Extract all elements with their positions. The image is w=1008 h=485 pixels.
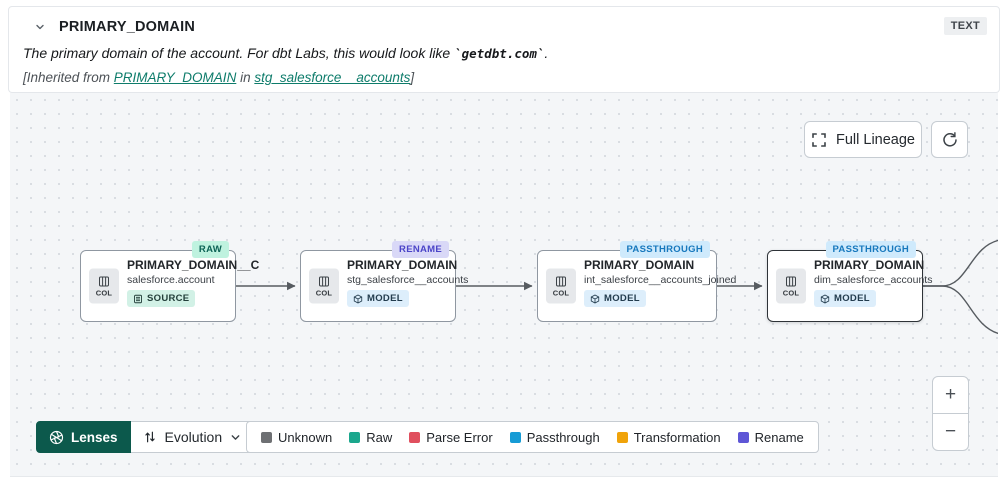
legend-swatch [261,431,272,443]
fullscreen-icon [812,132,826,147]
lenses-label: Lenses [71,429,118,445]
column-description: The primary domain of the account. For d… [23,45,985,61]
node-subtitle: dim_salesforce_accounts [814,274,933,286]
model-badge: MODEL [347,290,409,307]
legend-label: Unknown [278,429,333,445]
column-type-badge: TEXT [943,17,987,35]
edge-node4-offscreen-down [923,285,998,334]
col-label: COL [95,288,113,297]
node-title: PRIMARY_DOMAIN [584,258,695,272]
legend-label: Passthrough [526,429,600,445]
legend-swatch [349,431,361,443]
inherited-from-line: [Inherited from PRIMARY_DOMAIN in stg_sa… [23,70,985,85]
badge-label: MODEL [604,293,640,304]
source-badge: SOURCE [127,290,196,307]
legend-label: Rename [754,429,804,445]
col-label: COL [315,288,333,297]
inherited-model-link[interactable]: stg_salesforce__accounts [254,70,411,85]
cube-icon [590,294,600,303]
zoom-controls: + − [932,376,969,451]
inherited-suffix: ] [410,70,415,85]
legend-swatch [737,431,749,443]
badge-label: SOURCE [147,293,190,304]
inherited-middle: in [236,70,255,85]
edge-node4-offscreen-up [923,239,998,287]
aperture-icon [49,430,64,444]
collapse-chevron-icon[interactable] [31,18,49,36]
evolution-icon [144,431,155,443]
evolution-tag: PASSTHROUGH [619,241,710,258]
lenses-button[interactable]: Lenses [36,421,131,453]
description-text: The primary domain of the account. For d… [23,45,455,61]
model-badge: MODEL [584,290,646,307]
badge-label: MODEL [834,293,870,304]
node-title: PRIMARY_DOMAIN [814,258,925,272]
legend-item-passthrough: Passthrough [509,429,600,445]
legend-swatch [509,431,521,443]
lens-controls: Lenses Evolution [36,421,255,453]
zoom-in-button[interactable]: + [933,377,968,414]
badge-label: MODEL [367,293,403,304]
lineage-node-dim-salesforce-accounts[interactable]: PASSTHROUGH COL PRIMARY_DOMAIN dim_sales… [767,241,933,322]
description-suffix: . [544,45,549,61]
refresh-icon [942,131,957,147]
evolution-tag: RENAME [392,241,449,258]
legend-item-rename: Rename [737,429,804,445]
full-lineage-button[interactable]: Full Lineage [804,121,922,158]
lineage-node-stg-salesforce-accounts[interactable]: RENAME COL PRIMARY_DOMAIN stg_salesforce… [300,241,469,322]
cube-icon [353,294,363,303]
legend-swatch [616,431,628,443]
database-icon [134,294,142,303]
col-label: COL [552,288,570,297]
legend-item-transformation: Transformation [616,429,721,445]
legend-label: Transformation [633,429,721,445]
legend-item-unknown: Unknown [261,430,332,445]
node-subtitle: salesforce.account [127,274,215,286]
refresh-button[interactable] [931,121,968,158]
description-code: `getdbt.com` [454,46,545,61]
cube-icon [820,294,830,303]
zoom-out-button[interactable]: − [933,414,968,450]
legend-label: Parse Error [426,429,493,445]
lineage-canvas[interactable]: Full Lineage RAW COL PRIMARY_DOMAIN__C s… [10,93,998,477]
column-detail-card: PRIMARY_DOMAIN TEXT The primary domain o… [8,6,1000,93]
page-title: PRIMARY_DOMAIN [59,19,195,35]
lineage-node-salesforce-account[interactable]: RAW COL PRIMARY_DOMAIN__C salesforce.acc… [80,241,260,322]
chevron-down-icon [231,434,240,440]
lens-selected-value: Evolution [164,429,223,445]
evolution-tag: PASSTHROUGH [825,241,916,258]
legend-item-raw: Raw [349,430,392,445]
legend-item-parse-error: Parse Error [409,429,493,445]
node-subtitle: int_salesforce__accounts_joined [584,274,737,286]
evolution-tag: RAW [191,241,229,258]
column-icon: COL [309,268,339,304]
inherited-prefix: [Inherited from [23,70,114,85]
full-lineage-label: Full Lineage [836,131,915,148]
column-icon: COL [89,268,119,304]
column-icon: COL [776,268,806,304]
col-label: COL [782,288,800,297]
lens-dropdown[interactable]: Evolution [130,421,255,453]
node-title: PRIMARY_DOMAIN [347,258,458,272]
legend-label: Raw [366,429,393,445]
inherited-column-link[interactable]: PRIMARY_DOMAIN [113,70,237,85]
legend-swatch [409,431,421,443]
column-icon: COL [546,268,576,304]
title-row: PRIMARY_DOMAIN TEXT [23,17,987,37]
lineage-node-int-salesforce-accounts-joined[interactable]: PASSTHROUGH COL PRIMARY_DOMAIN int_sales… [537,241,737,322]
evolution-legend: Unknown Raw Parse Error Passthrough Tran… [246,421,819,453]
node-title: PRIMARY_DOMAIN__C [127,258,260,272]
node-subtitle: stg_salesforce__accounts [347,274,469,286]
model-badge: MODEL [814,290,876,307]
